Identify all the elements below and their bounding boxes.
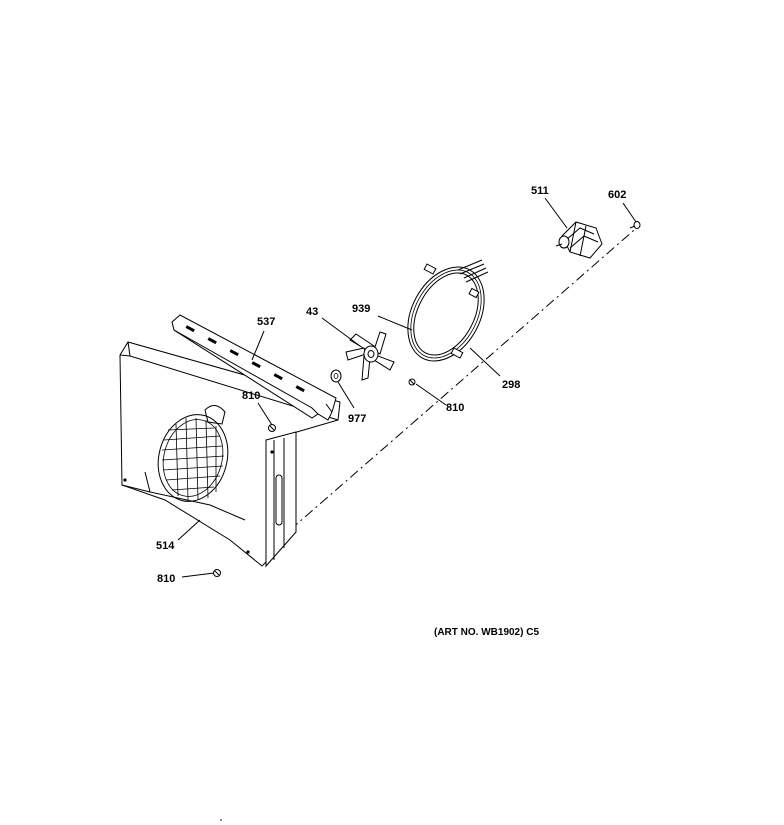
label-part-810-c: 810 <box>157 573 175 585</box>
part-810-screw-a <box>268 424 276 432</box>
part-43-fan-blade <box>345 331 395 381</box>
part-602-screw <box>629 221 641 229</box>
label-part-43: 43 <box>306 306 318 318</box>
part-977-nut <box>330 369 342 383</box>
center-axis-line <box>289 224 641 531</box>
part-810-screw-b <box>408 378 416 386</box>
label-part-602: 602 <box>608 189 626 201</box>
part-514-back-panel <box>119 341 341 568</box>
label-part-537: 537 <box>257 316 275 328</box>
part-537-bracket-strip <box>171 314 337 421</box>
label-part-810-b: 810 <box>446 402 464 414</box>
art-number-caption: (ART NO. WB1902) C5 <box>434 627 539 638</box>
label-part-810-a: 810 <box>242 390 260 402</box>
leader-lines <box>177 197 637 578</box>
part-810-screw-c <box>213 569 221 577</box>
label-part-298: 298 <box>502 379 520 391</box>
stray-dot <box>220 819 222 821</box>
label-part-977: 977 <box>348 413 366 425</box>
part-298-heating-ring <box>407 259 489 362</box>
label-part-514: 514 <box>156 540 175 552</box>
part-511-motor <box>555 221 603 259</box>
label-part-511: 511 <box>531 185 549 197</box>
label-part-939: 939 <box>352 303 370 315</box>
